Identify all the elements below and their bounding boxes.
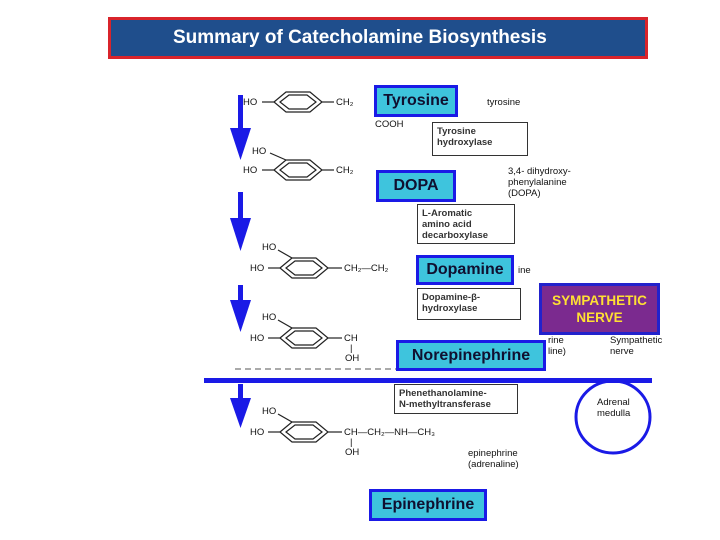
ho-group: HO — [262, 312, 277, 323]
ho-group: HO — [243, 165, 258, 176]
benzene-ring-2 — [273, 159, 323, 181]
benzene-ring-3 — [279, 257, 329, 279]
label-tyrosine: Tyrosine — [374, 85, 458, 117]
epinephrine-chain: CH—CH₂—NH—CH₃ — [344, 427, 435, 438]
page-title: Summary of Catecholamine Biosynthesis — [173, 27, 547, 48]
bond-mark: | — [350, 343, 353, 354]
adrenal-medulla-label: Adrenal medulla — [597, 397, 631, 419]
enzyme-box-dopamine-beta-hydroxylase: Dopamine-β-hydroxylase — [417, 288, 521, 320]
ho-group: HO — [250, 263, 265, 274]
arrow-4 — [230, 384, 251, 428]
sympathetic-label-line-1: SYMPATHETIC — [552, 293, 647, 308]
ho-group: HO — [262, 242, 277, 253]
sympathetic-nerve-box: SYMPATHETIC NERVE — [539, 283, 660, 335]
epinephrine-annotation: epinephrine (adrenaline) — [468, 448, 519, 470]
benzene-ring-5 — [279, 421, 329, 443]
ch2-group: CH₂ — [336, 165, 354, 176]
arrow-1 — [230, 95, 251, 160]
label-epinephrine: Epinephrine — [369, 489, 487, 521]
oh-group: OH — [345, 447, 360, 458]
ho-group: HO — [252, 146, 267, 157]
ho-group: HO — [250, 427, 265, 438]
ch2-group: CH₂ — [336, 97, 354, 108]
dopa-annotation: 3,4- dihydroxy- phenylalanine (DOPA) — [508, 166, 571, 199]
label-dopa: DOPA — [376, 170, 456, 202]
ho-group: HO — [250, 333, 265, 344]
oh-group: OH — [345, 353, 360, 364]
ch-group: CH — [344, 333, 358, 344]
adrenal-medulla-circle — [574, 379, 652, 455]
sympathetic-label-line-2: NERVE — [576, 310, 623, 325]
enzyme-box-pnmt: Phenethanolamine-N-methyltransferase — [394, 384, 518, 414]
norepinephrine-annotation: rine line) — [548, 335, 566, 357]
title-banner: Summary of Catecholamine Biosynthesis — [108, 17, 648, 59]
benzene-ring-1 — [273, 91, 323, 113]
dopamine-annotation: ine — [518, 265, 531, 276]
arrow-2 — [230, 192, 251, 251]
separator-line — [204, 378, 652, 383]
cooh-group: COOH — [375, 119, 404, 130]
label-norepinephrine: Norepinephrine — [396, 340, 546, 371]
ho-group: HO — [262, 406, 277, 417]
sympathetic-nerve-note: Sympathetic nerve — [610, 335, 663, 357]
ethyl-chain: CH₂—CH₂ — [344, 263, 389, 274]
bond-mark: | — [350, 437, 353, 448]
benzene-ring-4 — [279, 327, 329, 349]
arrow-3 — [230, 285, 251, 332]
ho-group: HO — [243, 97, 258, 108]
tyrosine-annotation: tyrosine — [487, 97, 521, 108]
label-dopamine: Dopamine — [416, 255, 514, 285]
